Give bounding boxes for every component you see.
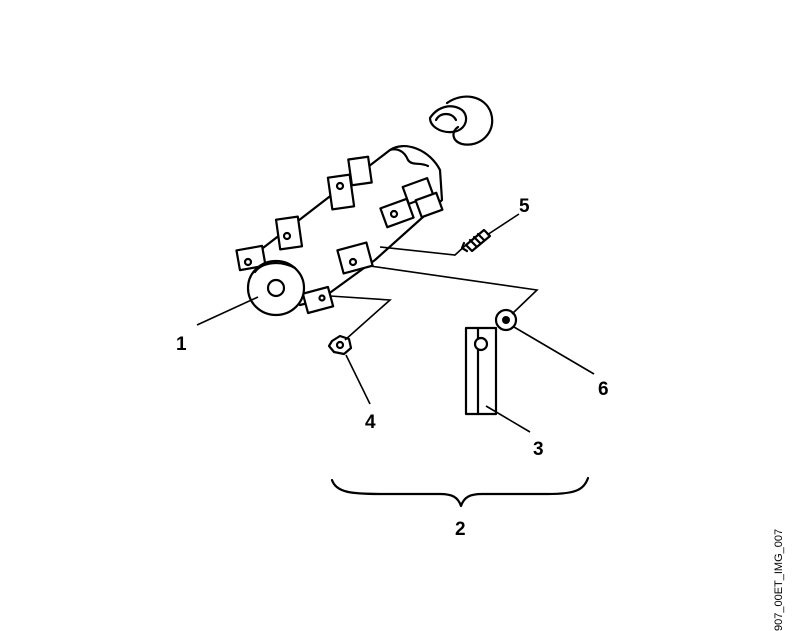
callout-2: 2 [455, 519, 466, 540]
callout-3: 3 [533, 439, 544, 460]
cover-plate-part-3 [464, 326, 498, 416]
callout-6: 6 [598, 379, 609, 400]
screw-part-5 [460, 228, 492, 253]
nut-part-4 [327, 334, 353, 356]
callout-1: 1 [176, 334, 187, 355]
callout-5: 5 [519, 196, 530, 217]
callout-4: 4 [365, 412, 376, 433]
grouping-brace [330, 476, 590, 508]
washer-part-6 [494, 308, 518, 332]
leader-lines [196, 213, 595, 433]
cable-loop [428, 95, 494, 146]
switch-contact-block [235, 145, 444, 317]
figure-reference-code: 907_00ET_IMG_007 [773, 528, 785, 631]
